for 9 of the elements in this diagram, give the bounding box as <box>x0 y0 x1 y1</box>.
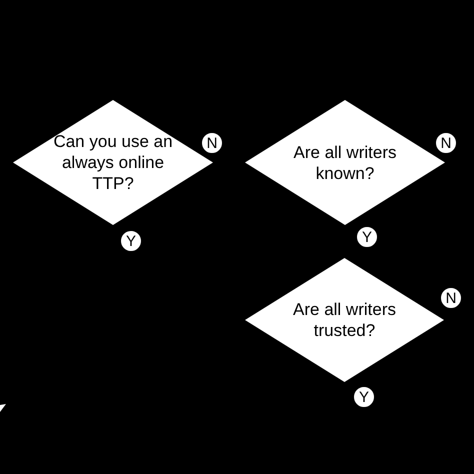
decision-question: Are all writers trusted? <box>292 299 397 341</box>
decision-question: Are all writers known? <box>292 142 398 184</box>
answer-circle: Y <box>120 230 142 252</box>
answer-circle: N <box>440 287 462 309</box>
decision-question: Can you use an always online TTP? <box>53 131 173 194</box>
answer-circle: Y <box>356 226 378 248</box>
answer-circle: Y <box>353 386 375 408</box>
answer-circle: N <box>201 132 223 154</box>
answer-circle: N <box>435 132 457 154</box>
